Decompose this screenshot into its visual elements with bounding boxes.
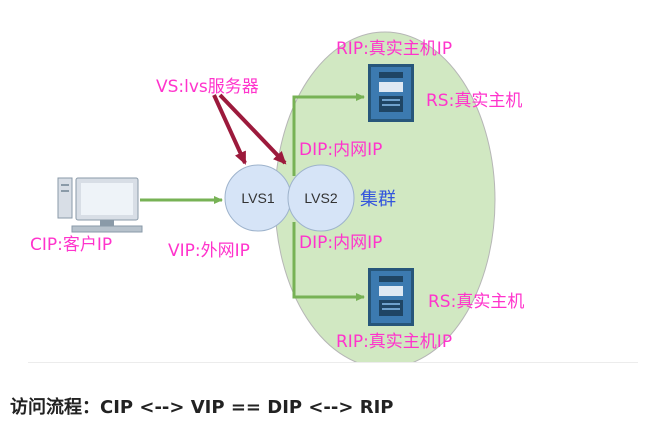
vip-label: VIP:外网IP	[168, 241, 250, 261]
client-ip-label: CIP:客户IP	[30, 235, 112, 255]
rip-bottom-label: RIP:真实主机IP	[336, 332, 452, 352]
server-bottom-icon	[368, 268, 414, 326]
dip-top-label: DIP:内网IP	[299, 140, 382, 160]
rs-bottom-label: RS:真实主机	[428, 292, 524, 312]
vs-arrow-lvs2	[218, 93, 287, 165]
vs-arrow-lvs1	[212, 94, 247, 165]
rs-top-label: RS:真实主机	[426, 91, 522, 111]
lvs2-label: LVS2	[304, 190, 337, 206]
lvs1-label: LVS1	[241, 190, 274, 206]
access-flow-caption: 访问流程：CIP <--> VIP == DIP <--> RIP	[10, 397, 394, 418]
diagram-panel: LVS1 LVS2 VS:lvs服务器 CIP:客户IP VIP:外网IP DI…	[28, 0, 638, 363]
vs-label: VS:lvs服务器	[156, 77, 259, 97]
lvs-to-rs-arrows	[292, 93, 365, 301]
server-top-icon	[368, 64, 414, 122]
rip-top-label: RIP:真实主机IP	[336, 39, 452, 59]
cluster-label: 集群	[360, 189, 396, 210]
lvs2-node	[287, 164, 355, 232]
dip-bottom-label: DIP:内网IP	[299, 233, 382, 253]
lvs-diagram: LVS1 LVS2 VS:lvs服务器 CIP:客户IP VIP:外网IP DI…	[30, 31, 524, 362]
client-computer-icon	[57, 177, 143, 233]
